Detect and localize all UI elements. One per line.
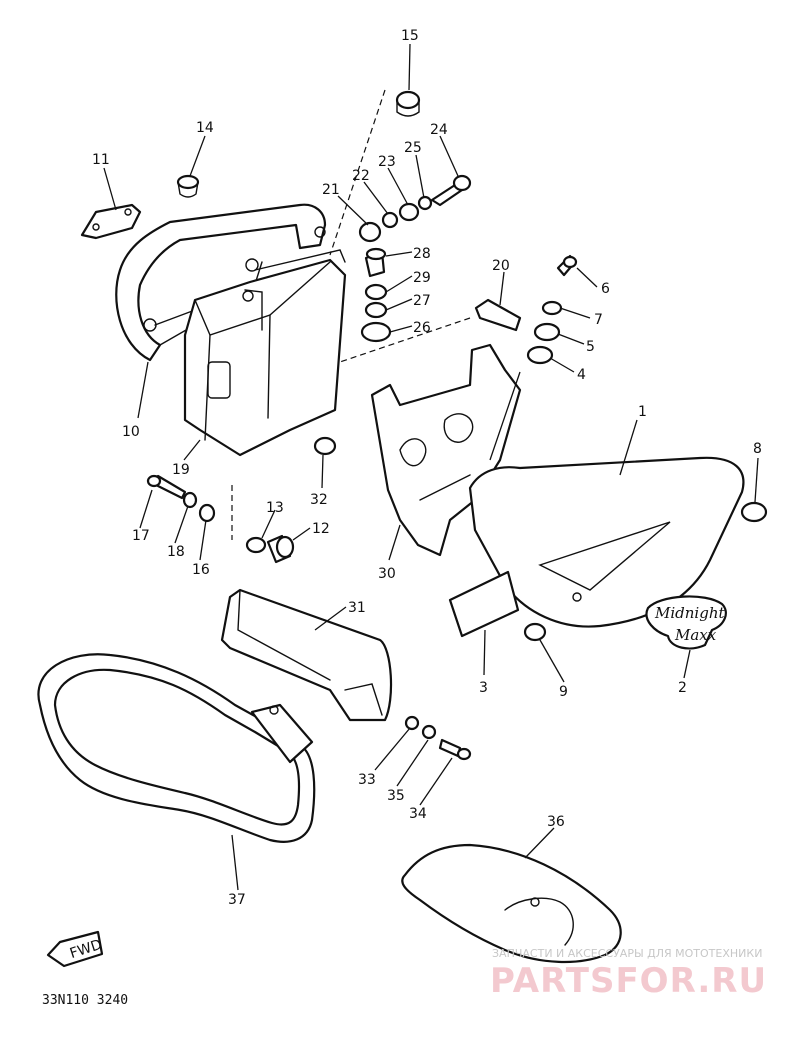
strap-37-part (37, 653, 316, 843)
callout-5: 5 (586, 339, 595, 355)
callout-35: 35 (387, 788, 405, 804)
side-cover-part (468, 456, 745, 628)
bolt-17-part (146, 474, 216, 523)
callout-9: 9 (559, 684, 568, 700)
callout-7: 7 (594, 312, 603, 328)
tray-31-part (220, 588, 393, 722)
callout-31: 31 (348, 600, 366, 616)
callout-19: 19 (172, 462, 190, 478)
watermark-brand: PARTSFOR.RU (490, 961, 767, 1001)
callout-14: 14 (196, 120, 214, 136)
callout-26: 26 (413, 320, 431, 336)
callout-6: 6 (601, 281, 610, 297)
callout-3: 3 (479, 680, 488, 696)
callout-17: 17 (132, 528, 150, 544)
watermark-caption: ЗАПЧАСТИ И АКСЕССУАРЫ ДЛЯ МОТОТЕХНИКИ (492, 947, 762, 960)
hardware-stack-lower (360, 247, 392, 343)
callout-22: 22 (352, 168, 370, 184)
pad-3-part (448, 570, 520, 638)
fwd-arrow: FWD (46, 930, 104, 968)
assembly-lines (231, 89, 521, 540)
battery-box-part (183, 249, 347, 457)
callout-33: 33 (358, 772, 376, 788)
callout-16: 16 (192, 562, 210, 578)
grommet-8-part (740, 501, 768, 523)
callout-36: 36 (547, 814, 565, 830)
callout-10: 10 (122, 424, 140, 440)
callout-11: 11 (92, 152, 110, 168)
damper-32-part (313, 436, 337, 456)
callout-25: 25 (404, 140, 422, 156)
grommet-15-part (395, 90, 421, 117)
hardware-stack-right (526, 254, 578, 365)
callout-1: 1 (638, 404, 647, 420)
callout-28: 28 (413, 246, 431, 262)
callout-21: 21 (322, 182, 340, 198)
callout-8: 8 (753, 441, 762, 457)
clip-20-part (474, 298, 522, 332)
hardware-stack-upper (358, 174, 472, 243)
callout-37: 37 (228, 892, 246, 908)
grommet-9-part (523, 622, 547, 642)
emblem-text-1: Midnight (654, 604, 725, 622)
watermark: ЗАПЧАСТИ И АКСЕССУАРЫ ДЛЯ МОТОТЕХНИКИ PA… (490, 947, 767, 1001)
hardware-stack-bottom (404, 715, 472, 761)
emblem-text-2: Maxx (674, 626, 717, 644)
drawing-code: 33N110 3240 (42, 993, 128, 1008)
callout-18: 18 (167, 544, 185, 560)
collar-13-part (245, 534, 295, 564)
callout-12: 12 (312, 521, 330, 537)
callout-2: 2 (678, 680, 687, 696)
callout-numbers: 1 2 3 4 5 6 7 8 9 10 11 12 13 14 15 16 1… (92, 28, 762, 908)
callout-24: 24 (430, 122, 448, 138)
callout-30: 30 (378, 566, 396, 582)
inner-panel-part (370, 343, 522, 557)
callout-13: 13 (266, 500, 284, 516)
callout-32: 32 (310, 492, 328, 508)
callout-15: 15 (401, 28, 419, 44)
callout-20: 20 (492, 258, 510, 274)
grommet-14-part (176, 174, 200, 198)
cover-36-part (401, 843, 622, 964)
small-bracket-part (80, 203, 142, 240)
emblem-part: Midnight Maxx (645, 595, 727, 650)
callout-4: 4 (577, 367, 586, 383)
callout-23: 23 (378, 154, 396, 170)
callout-34: 34 (409, 806, 427, 822)
leader-lines (103, 43, 759, 891)
callout-27: 27 (413, 293, 431, 309)
callout-29: 29 (413, 270, 431, 286)
